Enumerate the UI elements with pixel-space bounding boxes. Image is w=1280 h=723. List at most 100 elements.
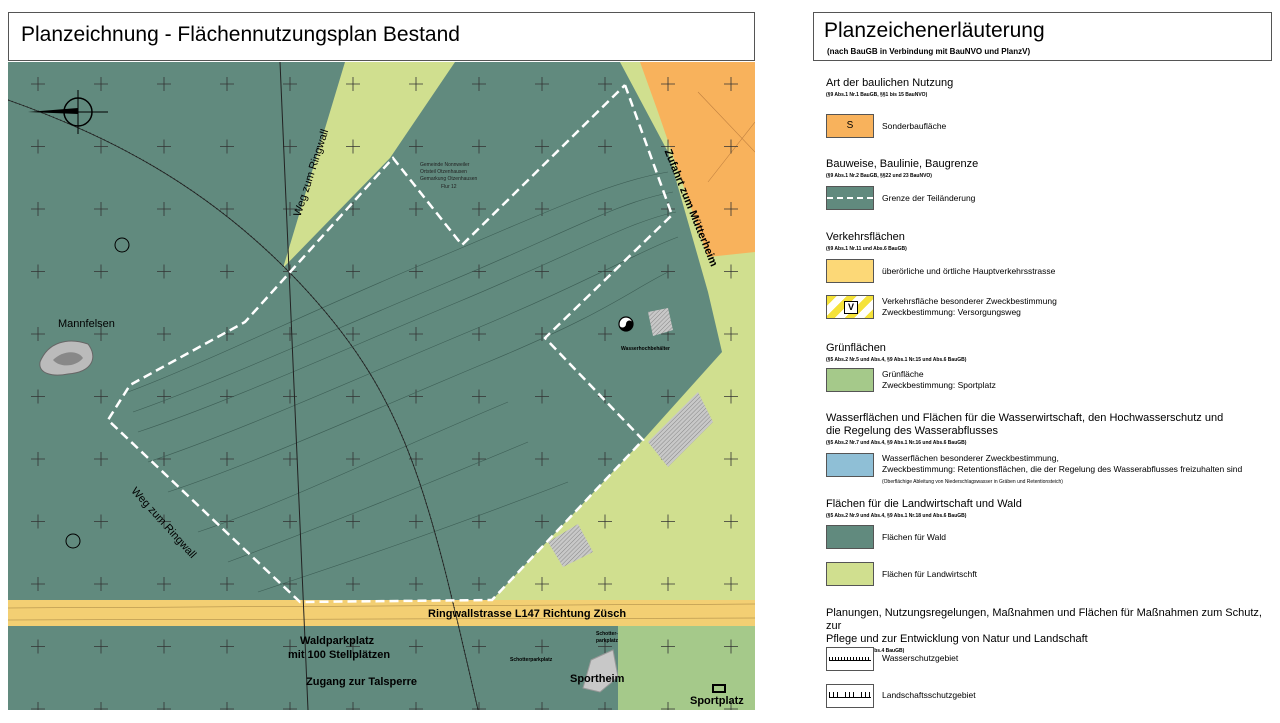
grid-cross xyxy=(409,577,423,591)
grid-cross xyxy=(472,639,486,654)
grid-cross xyxy=(598,702,612,710)
grid-cross xyxy=(535,514,549,529)
grid-cross xyxy=(598,639,612,654)
grid-cross xyxy=(220,202,234,216)
water-tank-icon xyxy=(618,316,634,332)
label-waldparkplatz: Waldparkplatz xyxy=(300,635,375,647)
label-sportheim: Sportheim xyxy=(570,673,625,685)
north-arrow-icon xyxy=(28,90,108,134)
grid-cross xyxy=(157,264,171,279)
grid-cross xyxy=(220,702,234,710)
section-ref: (§9 Abs.1 Nr.1 BauGB, §§1 bis 15 BauNVO) xyxy=(826,92,928,98)
grid-cross xyxy=(598,327,612,341)
item-note: (Oberflächige Ableitung von Niederschlag… xyxy=(882,479,1063,485)
grid-cross xyxy=(94,639,108,654)
swatch-landscape-protection xyxy=(826,684,874,708)
grid-cross xyxy=(409,327,423,341)
grid-cross xyxy=(472,327,486,341)
label-ortsteil: Ortsteil Otzenhausen xyxy=(420,169,467,175)
water-tank-building xyxy=(648,308,673,336)
grid-cross xyxy=(535,389,549,404)
grid-cross xyxy=(472,77,486,91)
section-ref: (§5 Abs.2 Nr.9 und Abs.4, §9 Abs.1 Nr.18… xyxy=(826,513,967,519)
grid-cross xyxy=(409,639,423,654)
grid-cross xyxy=(31,639,45,654)
grid-cross xyxy=(157,639,171,654)
label-stellplaetze: mit 100 Stellplätzen xyxy=(288,649,391,661)
grid-cross xyxy=(94,514,108,529)
section-ref: (§9 Abs.1 Nr.2 BauGB, §§22 und 23 BauNVO… xyxy=(826,173,932,179)
grid-cross xyxy=(661,577,675,591)
grid-cross xyxy=(598,77,612,91)
grid-cross xyxy=(94,389,108,404)
label-ringwallstrasse: Ringwallstrasse L147 Richtung Züsch xyxy=(428,608,627,620)
grid-cross xyxy=(409,202,423,216)
grid-cross xyxy=(724,139,738,154)
swatch-water-protection xyxy=(826,647,874,671)
water-protection-line xyxy=(279,62,309,710)
item-text: Verkehrsfläche besonderer Zweckbestimmun… xyxy=(882,296,1057,318)
agriculture-wedge xyxy=(283,62,455,268)
item-text: Grenze der Teiländerung xyxy=(882,193,976,203)
section-heading: Pflege und zur Entwicklung von Natur und… xyxy=(826,633,1088,645)
grid-cross xyxy=(31,327,45,341)
grid-cross xyxy=(283,577,297,591)
grid-cross xyxy=(598,577,612,591)
grid-cross xyxy=(346,139,360,154)
label-flur: Flur 12 xyxy=(441,184,457,190)
grid-cross xyxy=(283,702,297,710)
section-heading: Flächen für die Landwirtschaft und Wald xyxy=(826,498,1022,510)
grid-cross xyxy=(598,139,612,154)
swatch-boundary xyxy=(826,186,874,210)
grid-cross xyxy=(346,702,360,710)
contour-lines xyxy=(127,171,679,593)
sportheim-building xyxy=(582,649,619,693)
grid-cross xyxy=(472,139,486,154)
label-schotterparkplatz: Schotterparkplatz xyxy=(510,657,553,663)
grid-cross xyxy=(472,577,486,591)
grid-cross xyxy=(409,139,423,154)
grid-cross xyxy=(661,639,675,654)
label-zugang-talsperre: Zugang zur Talsperre xyxy=(306,676,418,688)
grid-cross xyxy=(157,452,171,466)
grid-cross xyxy=(94,452,108,466)
plan-map[interactable]: Weg zum Ringwall Weg zum Ringwall Zufahr… xyxy=(8,62,755,710)
grid-cross xyxy=(661,139,675,154)
item-line: Grünfläche xyxy=(882,369,924,379)
grid-cross xyxy=(472,264,486,279)
grid-cross xyxy=(157,77,171,91)
grid-cross xyxy=(346,639,360,654)
legend-section-verkehr: Verkehrsflächen (§9 Abs.1 Nr.11 und Abs.… xyxy=(826,231,907,252)
grid-cross xyxy=(535,639,549,654)
item-line: Verkehrsfläche besonderer Zweckbestimmun… xyxy=(882,296,1057,306)
grid-cross xyxy=(724,577,738,591)
grid-cross xyxy=(157,202,171,216)
grid-cross xyxy=(661,389,675,404)
item-text: Wasserschutzgebiet xyxy=(882,653,959,663)
legend-header: Planzeichenerläuterung (nach BauGB in Ve… xyxy=(813,12,1272,61)
swatch-forest xyxy=(826,525,874,549)
grid-cross xyxy=(31,514,45,529)
item-text: Flächen für Landwirtschft xyxy=(882,569,977,579)
grid-cross xyxy=(94,702,108,710)
item-line: Zweckbestimmung: Versorgungsweg xyxy=(882,307,1021,317)
grid-cross xyxy=(346,452,360,466)
grid-cross xyxy=(31,452,45,466)
grid-cross xyxy=(283,77,297,91)
map-title: Planzeichnung - Flächennutzungsplan Best… xyxy=(8,12,755,61)
grid-cross xyxy=(724,327,738,341)
grid-cross xyxy=(724,452,738,466)
building-hatched xyxy=(548,524,593,567)
grid-cross xyxy=(283,327,297,341)
section-ref: (§5 Abs.2 Nr.5 und Abs.4, §9 Abs.1 Nr.15… xyxy=(826,357,967,363)
grid-cross xyxy=(346,514,360,529)
grid-cross xyxy=(598,452,612,466)
label-sportplatz: Sportplatz xyxy=(690,695,744,707)
grid-cross xyxy=(409,389,423,404)
item-text: überörliche und örtliche Hauptverkehrsst… xyxy=(882,266,1056,276)
grid-cross xyxy=(94,577,108,591)
symbol-v: V xyxy=(844,301,858,314)
grid-cross xyxy=(220,77,234,91)
grid-cross xyxy=(220,264,234,279)
grid-cross xyxy=(409,514,423,529)
